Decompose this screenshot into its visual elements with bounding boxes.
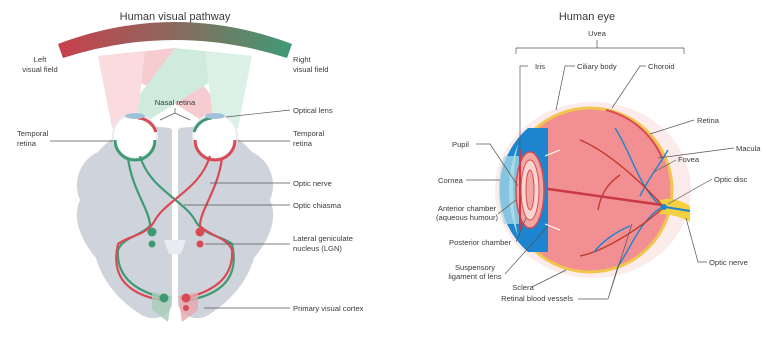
label-retinal-vessels: Retinal blood vessels (501, 294, 573, 303)
label-pupil: Pupil (452, 140, 469, 149)
right-eye (193, 113, 237, 160)
label-nasal-retina: Nasal retina (155, 98, 196, 107)
label-posterior-chamber: Posterior chamber (449, 238, 512, 247)
label-optic-nerve-eye: Optic nerve (709, 258, 748, 267)
label-left-field-1: Left (34, 55, 48, 64)
label-suspensory-1: Suspensory (455, 263, 495, 272)
label-ciliary-body: Ciliary body (577, 62, 617, 71)
visual-cortex-areas (152, 292, 198, 322)
eye-title: Human eye (559, 11, 615, 23)
label-macula: Macula (736, 144, 761, 153)
label-anterior-chamber-1: Anterior chamber (438, 204, 497, 213)
left-eye (113, 113, 157, 160)
label-temporal-retina-left-2: retina (17, 139, 37, 148)
label-retina: Retina (697, 116, 720, 125)
label-cornea: Cornea (438, 176, 464, 185)
label-lgn-1: Lateral geniculate (293, 234, 353, 243)
label-suspensory-2: ligament of lens (448, 272, 501, 281)
label-optic-nerve: Optic nerve (293, 179, 332, 188)
visual-pathway-panel: Human visual pathway (17, 11, 364, 322)
label-anterior-chamber-2: (aqueous humour) (436, 213, 499, 222)
label-right-field-1: Right (293, 55, 312, 64)
label-sclera: Sclera (512, 283, 534, 292)
pathway-title: Human visual pathway (120, 11, 231, 23)
label-lgn-2: nucleus (LGN) (293, 244, 342, 253)
label-choroid: Choroid (648, 62, 675, 71)
label-visual-cortex: Primary visual cortex (293, 304, 364, 313)
label-temporal-retina-left-1: Temporal (17, 129, 49, 138)
visual-field-cones (98, 48, 252, 128)
label-left-field-2: visual field (22, 65, 57, 74)
label-fovea: Fovea (678, 155, 700, 164)
label-optic-chiasma: Optic chiasma (293, 201, 342, 210)
label-optical-lens: Optical lens (293, 106, 333, 115)
label-right-field-2: visual field (293, 65, 328, 74)
label-optic-disc: Optic disc (714, 175, 748, 184)
human-eye-panel: Human eye Uvea (436, 11, 761, 303)
brain-shape (77, 127, 273, 318)
label-temporal-retina-right-2: retina (293, 139, 313, 148)
label-uvea: Uvea (588, 29, 607, 38)
label-temporal-retina-right-1: Temporal (293, 129, 325, 138)
label-iris: Iris (535, 62, 545, 71)
